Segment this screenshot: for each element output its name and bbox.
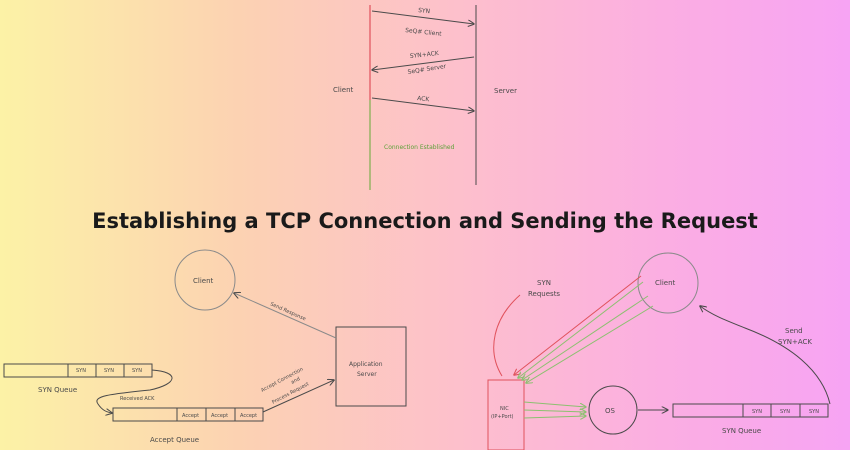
client-node-right-label: Client	[655, 279, 676, 287]
synack-arrow	[372, 56, 475, 70]
syn-request-arrow-green	[522, 295, 649, 380]
syn-request-arrow-green	[526, 305, 654, 383]
nic-label-2: (IP+Port)	[491, 414, 514, 420]
accept-queue-label: Accept Queue	[150, 436, 199, 444]
syn-request-arrow-red	[514, 275, 642, 375]
nic-to-os-arrow	[523, 410, 586, 412]
send-synack-label-2: SYN+ACK	[778, 338, 812, 346]
nic-to-os-arrow	[523, 401, 586, 407]
server-label-top: Server	[494, 87, 517, 95]
accept-label-2: and	[290, 376, 301, 386]
accept-queue-slot: Accept	[211, 413, 228, 419]
syn-queue-left-slot: SYN	[76, 368, 86, 374]
received-ack-label: Received ACK	[120, 396, 155, 402]
synack-label: SYN+ACK	[409, 50, 440, 60]
ack-label: ACK	[417, 95, 431, 103]
accept-connection-arrow	[262, 380, 334, 413]
os-flow-diagram: Client NIC (IP+Port) OS SYN Requests SYN…	[487, 252, 831, 450]
syn-queue-left-label: SYN Queue	[38, 386, 77, 394]
nic-label-1: NIC	[500, 406, 509, 412]
send-synack-arrow	[700, 306, 831, 405]
nic-to-os-arrow	[523, 416, 586, 418]
syn-requests-curve	[493, 294, 521, 377]
client-node-left	[174, 249, 236, 311]
page-title: Establishing a TCP Connection and Sendin…	[92, 209, 758, 233]
syn-queue-left-slot: SYN	[104, 368, 114, 374]
app-flow-diagram: Client Application Server Send Response …	[3, 249, 407, 444]
accept-queue-slot: Accept	[240, 413, 257, 419]
syn-label: SYN	[418, 7, 431, 15]
ack-arrow	[371, 97, 474, 111]
syn-requests-label-2: Requests	[528, 290, 560, 298]
application-server-box	[335, 326, 407, 407]
connection-established-label: Connection Established	[384, 144, 455, 151]
syn-queue-left-slot: SYN	[132, 368, 142, 374]
client-node-right	[637, 252, 699, 314]
syn-queue-right-slot: SYN	[780, 409, 790, 415]
client-node-left-label: Client	[193, 277, 214, 285]
app-server-label-1: Application	[349, 361, 383, 368]
syn-queue-right-label: SYN Queue	[722, 427, 761, 435]
handshake-diagram: SYN SeQ# Client SYN+ACK SeQ# Server ACK …	[333, 5, 517, 190]
received-ack-curve	[96, 369, 173, 413]
os-label: OS	[605, 407, 616, 415]
syn-request-arrow-green	[518, 281, 644, 378]
syn-requests-label-1: SYN	[537, 279, 551, 287]
app-server-label-2: Server	[357, 371, 377, 378]
nic-box	[487, 379, 525, 450]
syn-queue-right	[672, 403, 829, 418]
accept-queue	[112, 407, 264, 422]
os-node	[588, 385, 638, 435]
send-response-arrow	[234, 293, 337, 339]
accept-queue-slot: Accept	[182, 413, 199, 419]
syn-queue-right-slot: SYN	[752, 409, 762, 415]
syn-arrow	[371, 10, 474, 24]
syn-queue-right-slot: SYN	[809, 409, 819, 415]
client-label-top: Client	[333, 86, 354, 94]
send-response-label: Send Response	[269, 301, 306, 322]
syn-seq-label: SeQ# Client	[405, 27, 443, 38]
send-synack-label-1: Send	[785, 327, 803, 335]
